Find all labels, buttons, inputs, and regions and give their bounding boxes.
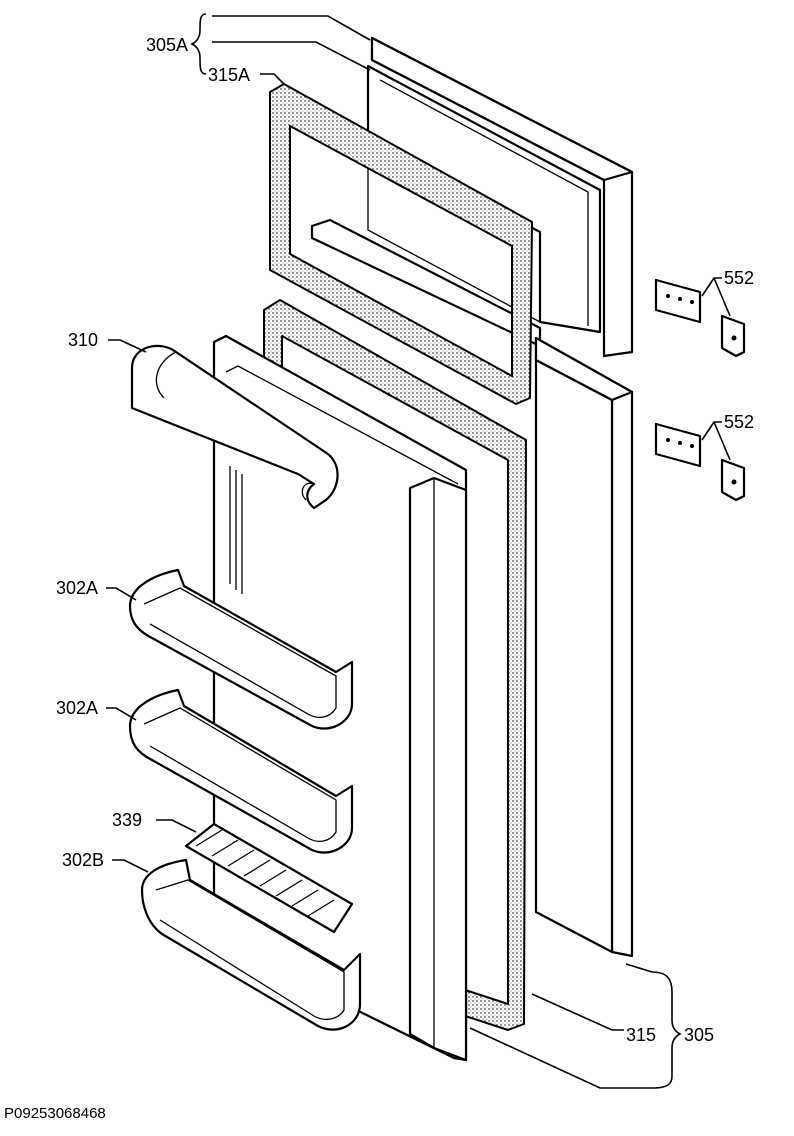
shelf-cover [184, 822, 354, 934]
label-302a-upper: 302A [56, 578, 98, 598]
leader-lines [106, 13, 731, 1089]
hinge-upper [654, 278, 746, 358]
shelf-upper [128, 568, 354, 730]
label-339: 339 [112, 810, 142, 830]
shelf-middle [128, 688, 354, 854]
shelf-bottom [140, 858, 362, 1031]
hinge-lower [654, 422, 746, 502]
label-302a-middle: 302A [56, 698, 98, 718]
door-handle [130, 344, 339, 510]
label-552-upper: 552 [724, 268, 754, 288]
label-302b: 302B [62, 850, 104, 870]
label-315: 315 [626, 1025, 656, 1045]
label-552-lower: 552 [724, 412, 754, 432]
label-305a: 305A [146, 35, 188, 55]
label-315a: 315A [208, 65, 250, 85]
label-310: 310 [68, 330, 98, 350]
fridge-door [534, 336, 634, 958]
reference-code: P09253068468 [4, 1105, 106, 1122]
label-305: 305 [684, 1025, 714, 1045]
